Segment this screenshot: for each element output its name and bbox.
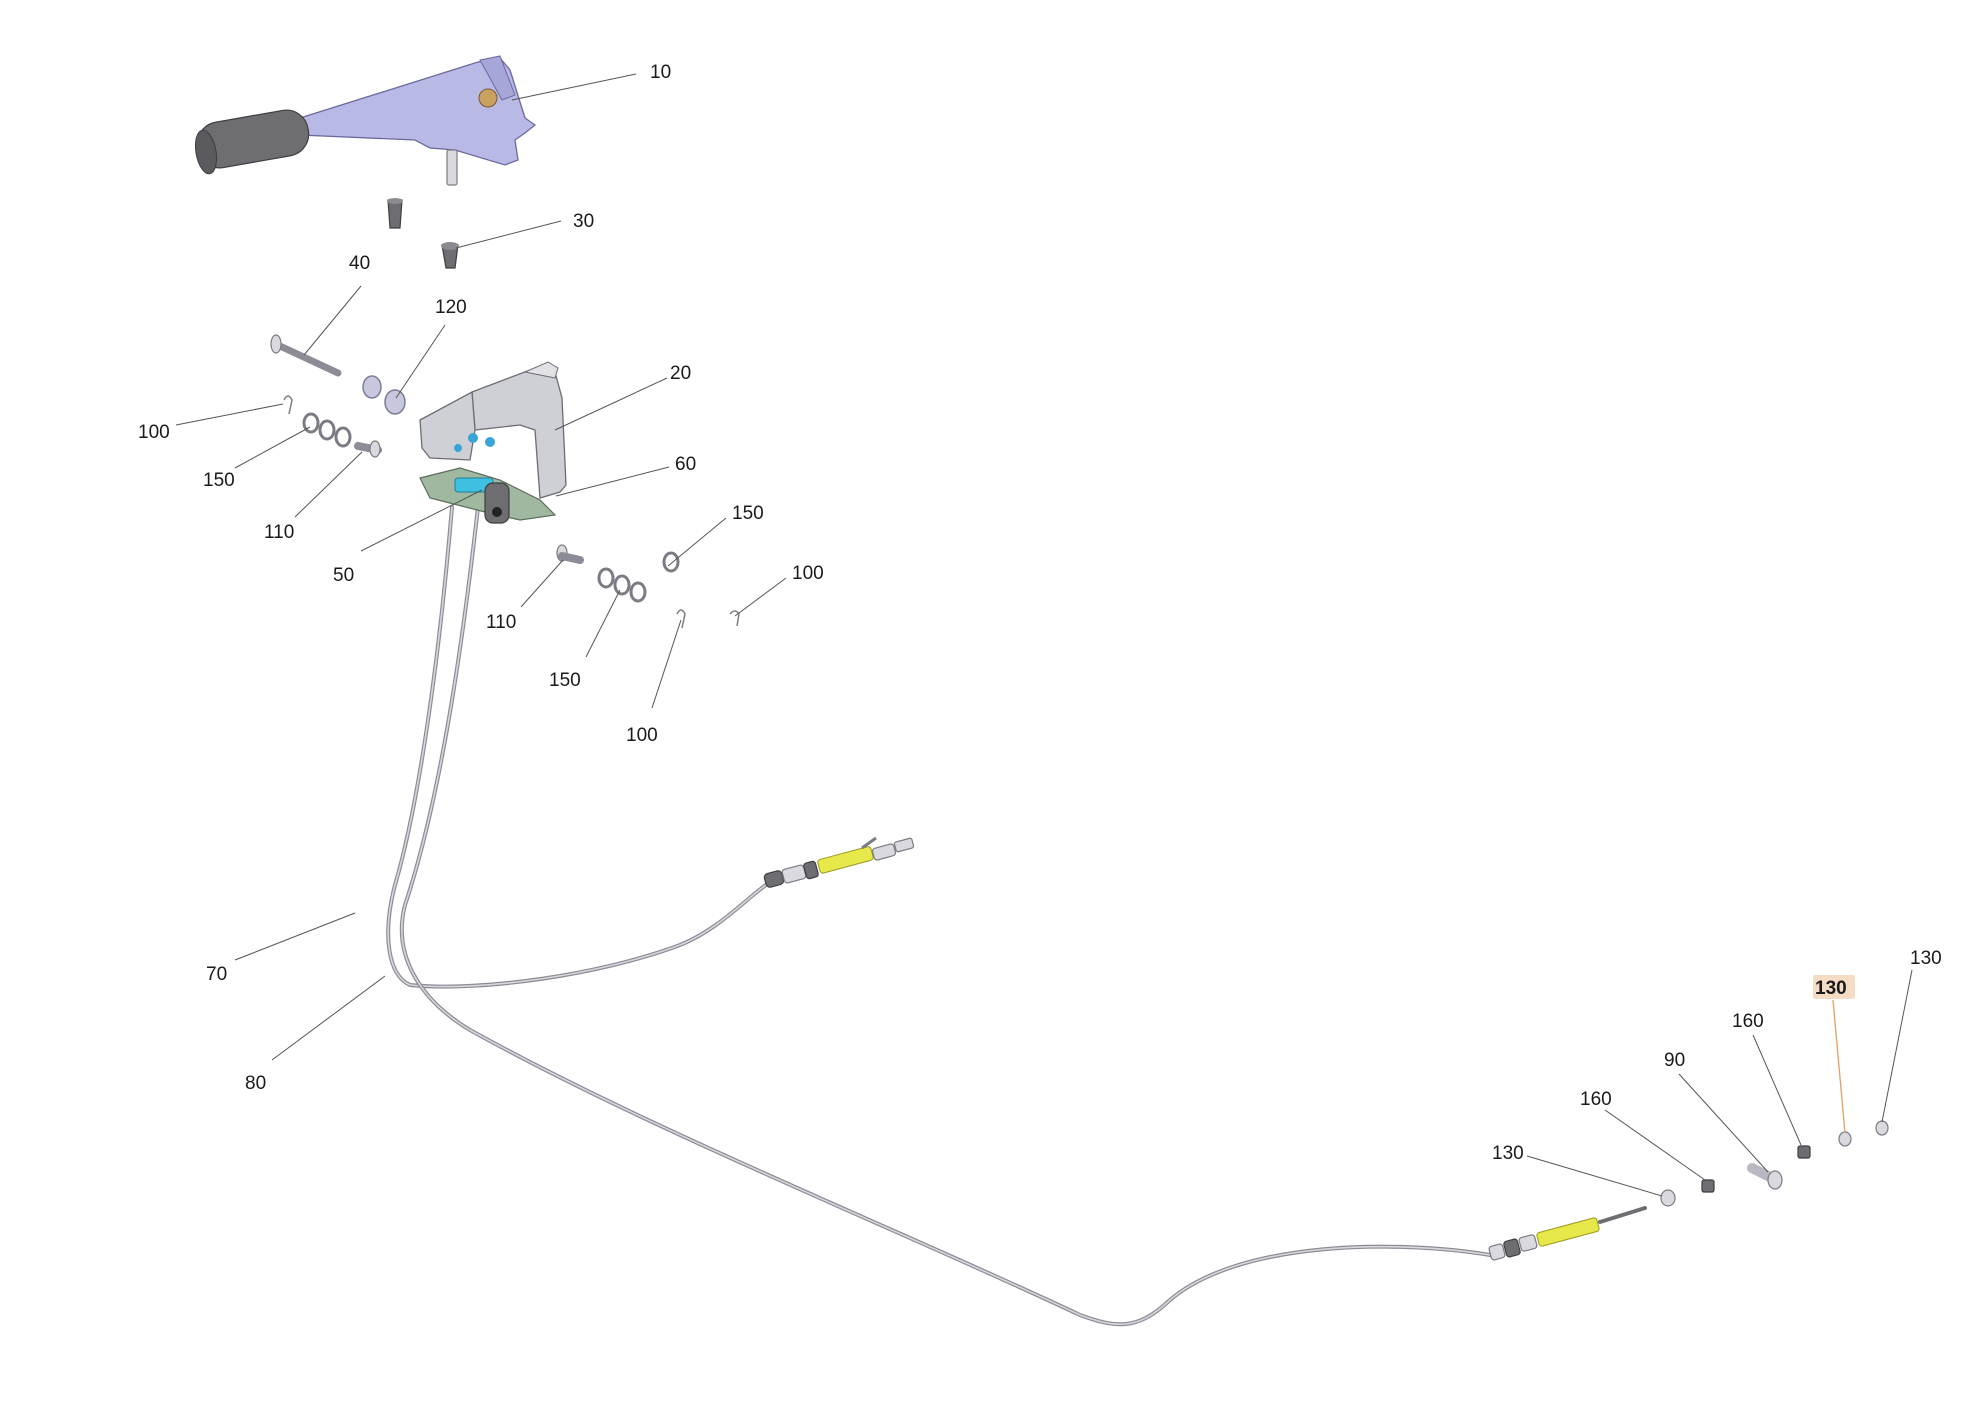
callout-90[interactable]: 90 <box>1664 1050 1685 1071</box>
nut-130-lower <box>1660 1189 1676 1207</box>
rivet-nut-lower <box>441 242 459 269</box>
cable-80 <box>399 505 1492 1327</box>
callout-70[interactable]: 70 <box>206 964 227 985</box>
callout-30[interactable]: 30 <box>573 211 594 232</box>
hairpin-clip-right-a <box>676 609 686 629</box>
bushing-pair <box>362 375 406 415</box>
callout-40[interactable]: 40 <box>349 253 370 274</box>
pin-right <box>556 544 584 564</box>
callout-150-left[interactable]: 150 <box>203 470 235 491</box>
washers-right <box>597 567 647 603</box>
nut-130-upper <box>1875 1120 1889 1136</box>
callout-20[interactable]: 20 <box>670 363 691 384</box>
callout-100-right-top[interactable]: 100 <box>792 563 824 584</box>
callout-100-left[interactable]: 100 <box>138 422 170 443</box>
nut-160-lower <box>1701 1179 1715 1193</box>
callout-50[interactable]: 50 <box>333 565 354 586</box>
pin-left <box>354 440 382 458</box>
hand-brake-lever <box>194 55 537 186</box>
callout-110-right[interactable]: 110 <box>486 612 516 633</box>
callout-160-lower[interactable]: 160 <box>1580 1089 1612 1110</box>
washer-right-single <box>662 551 680 573</box>
callout-110-left[interactable]: 110 <box>264 522 294 543</box>
clevis-pin-90 <box>1747 1163 1783 1190</box>
callout-150-right-bottom[interactable]: 150 <box>549 670 581 691</box>
leader-lines <box>175 73 1913 1197</box>
hairpin-clip-right-b <box>729 610 740 627</box>
nut-130-mid <box>1838 1131 1852 1147</box>
hairpin-clip-left <box>283 395 293 415</box>
cable-end-lower <box>1488 1206 1647 1261</box>
callout-130-lower[interactable]: 130 <box>1492 1143 1524 1164</box>
washers-left <box>302 412 352 448</box>
callout-10[interactable]: 10 <box>650 62 671 83</box>
callout-labels: 10 30 40 120 20 100 150 110 60 50 150 10… <box>138 62 1942 1164</box>
callout-100-right-bottom[interactable]: 100 <box>626 725 658 746</box>
callout-150-right-top[interactable]: 150 <box>732 503 764 524</box>
callout-60[interactable]: 60 <box>675 454 696 475</box>
callout-highlight-background <box>1813 975 1855 999</box>
rivet-nut-upper <box>387 198 403 229</box>
cable-anchor-plate <box>419 467 557 524</box>
cable-end-upper <box>763 836 915 888</box>
callout-80[interactable]: 80 <box>245 1073 266 1094</box>
long-bolt <box>270 334 342 377</box>
nut-160-upper <box>1797 1145 1811 1159</box>
cable-70 <box>386 505 792 989</box>
callout-130-far-right[interactable]: 130 <box>1910 948 1942 969</box>
callout-130-highlighted[interactable]: 130 <box>1815 978 1847 999</box>
mounting-bracket <box>419 361 567 499</box>
callout-160-upper[interactable]: 160 <box>1732 1011 1764 1032</box>
callout-120[interactable]: 120 <box>435 297 467 318</box>
